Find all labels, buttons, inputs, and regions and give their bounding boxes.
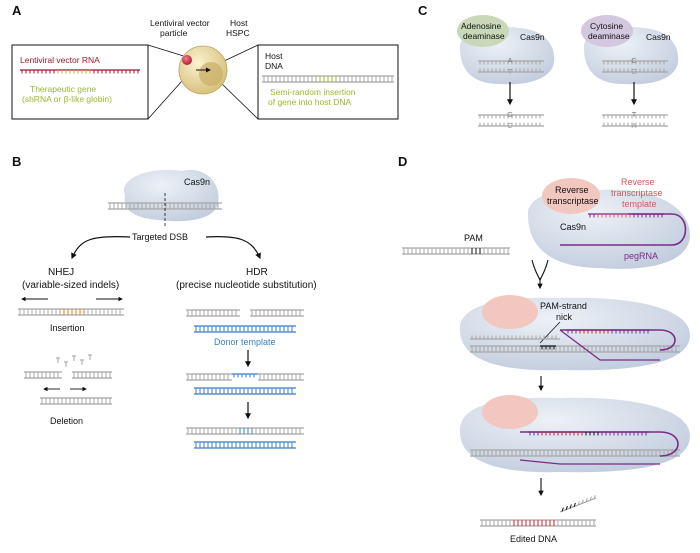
flap-tick: [593, 495, 596, 500]
pegrna-spacer-2: [559, 329, 660, 361]
therapeutic-gene-label-2: (shRNA or β-like globin): [22, 94, 112, 104]
edited-dna: [480, 495, 597, 527]
zoom-line-right-top: [221, 44, 259, 63]
rt-blob-2: [482, 295, 538, 329]
base-c-bottom: C: [507, 121, 513, 130]
flap-tick: [577, 501, 580, 506]
rt-template-label-3: template: [622, 199, 657, 209]
deletion-dna: [24, 354, 112, 405]
panel-a-letter: A: [12, 3, 22, 18]
pe-dna-step-2: [470, 329, 680, 361]
insertion-dna: [18, 308, 124, 316]
adenosine-deaminase-blob: [457, 15, 509, 47]
targeted-dsb-label: Targeted DSB: [132, 232, 188, 242]
rt-blob-3: [482, 395, 538, 429]
nick-label-1: PAM-strand: [540, 301, 587, 311]
flap-tick: [565, 505, 568, 511]
adenosine-label-2: deaminase: [463, 31, 505, 41]
flap-tick: [581, 499, 584, 505]
pam-dna: [402, 247, 510, 255]
flap-tick: [585, 498, 588, 503]
host-dna-label-1: Host: [265, 51, 283, 61]
nick-label-2: nick: [556, 312, 573, 322]
base-t-top: T: [632, 110, 637, 119]
cytosine-label-2: deaminase: [588, 31, 630, 41]
panel-b-letter: B: [12, 154, 21, 169]
panel-c-letter: C: [418, 3, 428, 18]
cytosine-deaminase-blob: [581, 15, 633, 47]
panel-d: D Reverse transcriptase Reverse transcri…: [398, 154, 690, 544]
panel-b: B Cas9n Targeted DSB NHEJ (variable-size…: [12, 154, 317, 449]
pam-label: PAM: [464, 233, 483, 243]
panel-d-letter: D: [398, 154, 407, 169]
host-hspc-label-1: Host: [230, 18, 248, 28]
flap-tick: [573, 502, 576, 508]
lentiviral-particle: [182, 55, 192, 65]
vector-rna-box: [11, 44, 149, 120]
hdr-label-2: (precise nucleotide substitution): [176, 280, 317, 291]
particle-label-1: Lentiviral vector: [150, 18, 210, 28]
flap-tick: [569, 504, 572, 509]
flap-tick: [589, 496, 592, 501]
rt-template-label-1: Reverse: [621, 177, 655, 187]
pegrna-strand-1: [560, 213, 687, 246]
panel-c: C Adenosine deaminase Cas9n Cytosine dea…: [418, 3, 679, 130]
rt-label-1: Reverse: [555, 185, 589, 195]
edited-dna-label: Edited DNA: [510, 534, 557, 544]
pegrna-backbone: [560, 213, 687, 246]
nhej-label-2: (variable-sized indels): [22, 280, 119, 291]
merge-arrow-right: [539, 259, 549, 281]
base-t-bottom: T: [508, 67, 513, 76]
base-g-top: G: [507, 110, 513, 119]
panel-a: A Lentiviral vector particle Host HSPC L…: [11, 3, 399, 120]
insertion-label-2: of gene into host DNA: [268, 97, 351, 107]
hdr-label-1: HDR: [246, 267, 268, 278]
therapeutic-gene-label-1: Therapeutic gene: [30, 84, 96, 94]
rt-label-2: transcriptase: [547, 196, 599, 206]
cas9n-label-c2: Cas9n: [646, 32, 671, 42]
deletion-label: Deletion: [50, 416, 83, 426]
pe-dna-step-3: [470, 431, 680, 465]
zoom-line-left-top: [147, 44, 191, 59]
host-hspc-label-2: HSPC: [226, 28, 250, 38]
base-a-top: A: [507, 56, 512, 65]
host-dna-label-2: DNA: [265, 61, 283, 71]
rt-template-label-2: transcriptase: [611, 188, 663, 198]
merge-arrow-left: [531, 259, 541, 281]
cas9n-blob-b: [124, 169, 219, 222]
flap-tick: [561, 507, 564, 512]
vector-rna-label: Lentiviral vector RNA: [20, 55, 100, 65]
cell-nucleus: [199, 62, 223, 86]
base-g-bottom: G: [631, 67, 637, 76]
particle-label-2: particle: [160, 28, 188, 38]
donor-template-label: Donor template: [214, 337, 276, 347]
host-dna-strand: [262, 75, 394, 83]
pegrna-loop-2: [560, 329, 676, 351]
cytosine-label-1: Cytosine: [590, 21, 623, 31]
base-a-bottom: A: [631, 121, 636, 130]
insertion-label-1: Semi-random insertion: [270, 87, 356, 97]
nhej-label-1: NHEJ: [48, 267, 74, 278]
hdr-arrow: [205, 236, 261, 260]
nhej-arrow: [71, 236, 131, 260]
hdr-dna: [186, 309, 304, 449]
reverse-transcriptase-blob: [542, 178, 600, 214]
vector-rna-strand: [20, 69, 140, 74]
cas9n-label-d: Cas9n: [560, 222, 586, 232]
pegrna-label: pegRNA: [624, 251, 658, 261]
base-c-top: C: [631, 56, 637, 65]
insertion-label: Insertion: [50, 323, 85, 333]
cas9n-label-c1: Cas9n: [520, 32, 545, 42]
adenosine-label-1: Adenosine: [461, 21, 501, 31]
pegrna-spacer-3: [519, 459, 660, 465]
base-editing-dna: [478, 60, 668, 127]
zoom-line-right-bottom: [221, 83, 259, 120]
cas9n-label-b: Cas9n: [184, 177, 210, 187]
pegrna-loop-3: [520, 431, 679, 457]
